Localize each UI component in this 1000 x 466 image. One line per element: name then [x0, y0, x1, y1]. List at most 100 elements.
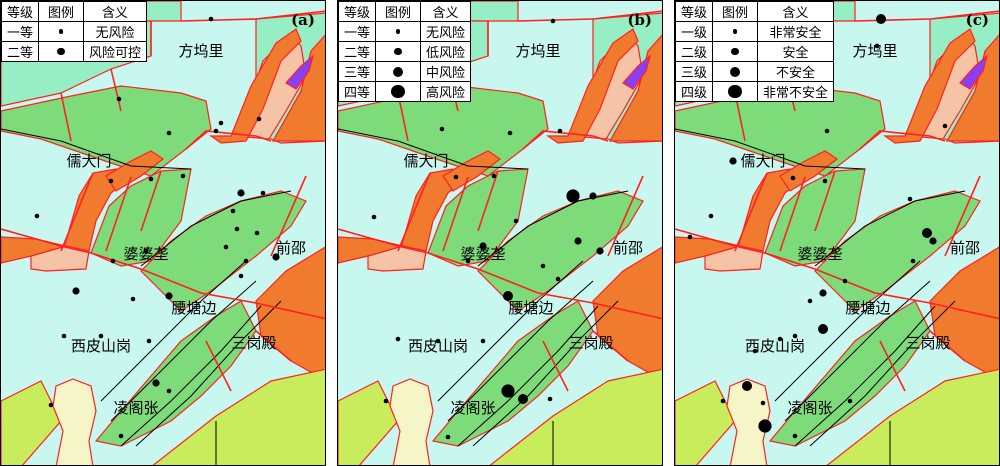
borehole-dot [72, 287, 80, 295]
fault-line [205, 340, 232, 392]
legend-header: 图例 [38, 1, 85, 22]
contact-line [472, 300, 619, 447]
map-region [431, 300, 594, 447]
place-label: 前邵 [276, 239, 306, 257]
fault-line [675, 228, 999, 320]
contact-line [140, 190, 292, 267]
borehole-dot [165, 292, 173, 300]
legend-grade: 三级 [675, 61, 714, 82]
legend-row: 二等低风险 [338, 41, 472, 62]
borehole-dot [824, 128, 830, 134]
legend-header: 等级 [338, 1, 377, 22]
legend-meaning: 不安全 [757, 61, 835, 82]
legend-row: 四级非常不安全 [675, 81, 835, 102]
fault-line [180, 10, 325, 22]
legend-symbol [375, 21, 422, 42]
place-label: 三岗殿 [905, 334, 950, 352]
legend-meaning: 高风险 [420, 81, 472, 102]
contact-line [110, 280, 257, 422]
borehole-dot [383, 398, 389, 404]
contact-line [457, 305, 599, 447]
fault-line [522, 130, 609, 150]
legend-meaning: 安全 [757, 41, 835, 62]
legend-row: 一等无风险 [338, 21, 472, 42]
contact-line [338, 128, 529, 170]
legend-header: 含义 [757, 1, 835, 22]
map-region [152, 368, 325, 465]
borehole-dot [742, 381, 752, 391]
legend-dot-icon [730, 66, 741, 77]
legend-row: 三级 不安全 [675, 61, 835, 82]
map-region [94, 300, 257, 447]
place-label: 腰塘边 [845, 299, 890, 317]
place-label: 儒大门 [66, 152, 111, 170]
place-label: 婆婆垄 [123, 245, 168, 263]
place-label: 凌阁张 [787, 399, 832, 417]
contact-line [100, 260, 247, 402]
legend-dot-icon [731, 47, 739, 56]
contact-line [477, 190, 629, 267]
legend-header: 含义 [420, 1, 472, 22]
borehole-dot [729, 157, 737, 165]
borehole-dot [256, 116, 262, 122]
borehole-dot [842, 278, 848, 284]
borehole-dot [596, 247, 604, 255]
borehole-dot [465, 258, 471, 264]
geologic-map: 方坞里儒大门婆婆垄前邵腰塘边西皮山岗三岗殿凌阁张 [1, 1, 325, 465]
legend-grade: 一等 [338, 21, 377, 42]
place-label: 儒大门 [740, 152, 785, 170]
legend-symbol [38, 21, 85, 42]
legend-symbol [712, 81, 759, 102]
borehole-dot [929, 237, 937, 245]
contact-line [120, 305, 262, 447]
borehole-dot [152, 379, 160, 387]
fault-line [779, 176, 806, 252]
legend: 等级图例含义一等无风险二等低风险三等中风险四等高风险 [338, 1, 472, 102]
legend-grade: 一等 [1, 21, 40, 42]
borehole-dot [48, 402, 54, 408]
borehole-dot [453, 174, 459, 180]
contact-line [809, 300, 956, 447]
borehole-dot [547, 396, 553, 402]
borehole-dot [491, 173, 497, 179]
legend-row: 一等 无风险 [1, 21, 148, 42]
legend-header: 等级 [1, 1, 40, 22]
map-region [489, 368, 662, 465]
borehole-dot [792, 333, 798, 339]
legend-symbol [375, 61, 422, 82]
map-region [883, 28, 976, 144]
legend-grade: 四级 [675, 81, 714, 102]
borehole-dot [503, 291, 513, 301]
legend-row: 二等风险可控 [1, 41, 148, 62]
borehole-dot [218, 120, 224, 126]
fault-line [397, 172, 431, 252]
legend-symbol [38, 41, 85, 62]
borehole-dot [254, 230, 260, 236]
borehole-dot [395, 336, 401, 342]
legend-meaning: 无风险 [83, 21, 148, 42]
fault-line [140, 170, 162, 232]
legend-header-row: 等级图例含义 [1, 1, 148, 22]
fault-line [542, 340, 569, 392]
place-label: 方坞里 [178, 42, 223, 60]
place-label: 三岗殿 [231, 334, 276, 352]
fault-line [607, 175, 644, 257]
borehole-dot [116, 96, 122, 102]
legend-header: 等级 [675, 1, 714, 22]
borehole-dot [260, 190, 266, 196]
legend-row: 一级非常安全 [675, 21, 835, 42]
place-label: 婆婆垄 [460, 245, 505, 263]
borehole-dot [720, 398, 726, 404]
place-label: 凌阁张 [113, 399, 158, 417]
legend-row: 三等中风险 [338, 61, 472, 82]
borehole-dot [439, 126, 445, 132]
contact-line [675, 128, 866, 170]
contact-line [437, 260, 584, 402]
map-panel-c: 方坞里儒大门婆婆垄前邵腰塘边西皮山岗三岗殿凌阁张 等级图例含义一级非常安全二级安… [674, 0, 1000, 466]
borehole-dot [819, 289, 827, 297]
legend: 等级图例含义一等 无风险二等风险可控 [1, 1, 148, 62]
place-label: 前邵 [613, 239, 643, 257]
legend-grade: 二等 [338, 41, 377, 62]
legend-symbol [712, 41, 759, 62]
legend-symbol [375, 41, 422, 62]
